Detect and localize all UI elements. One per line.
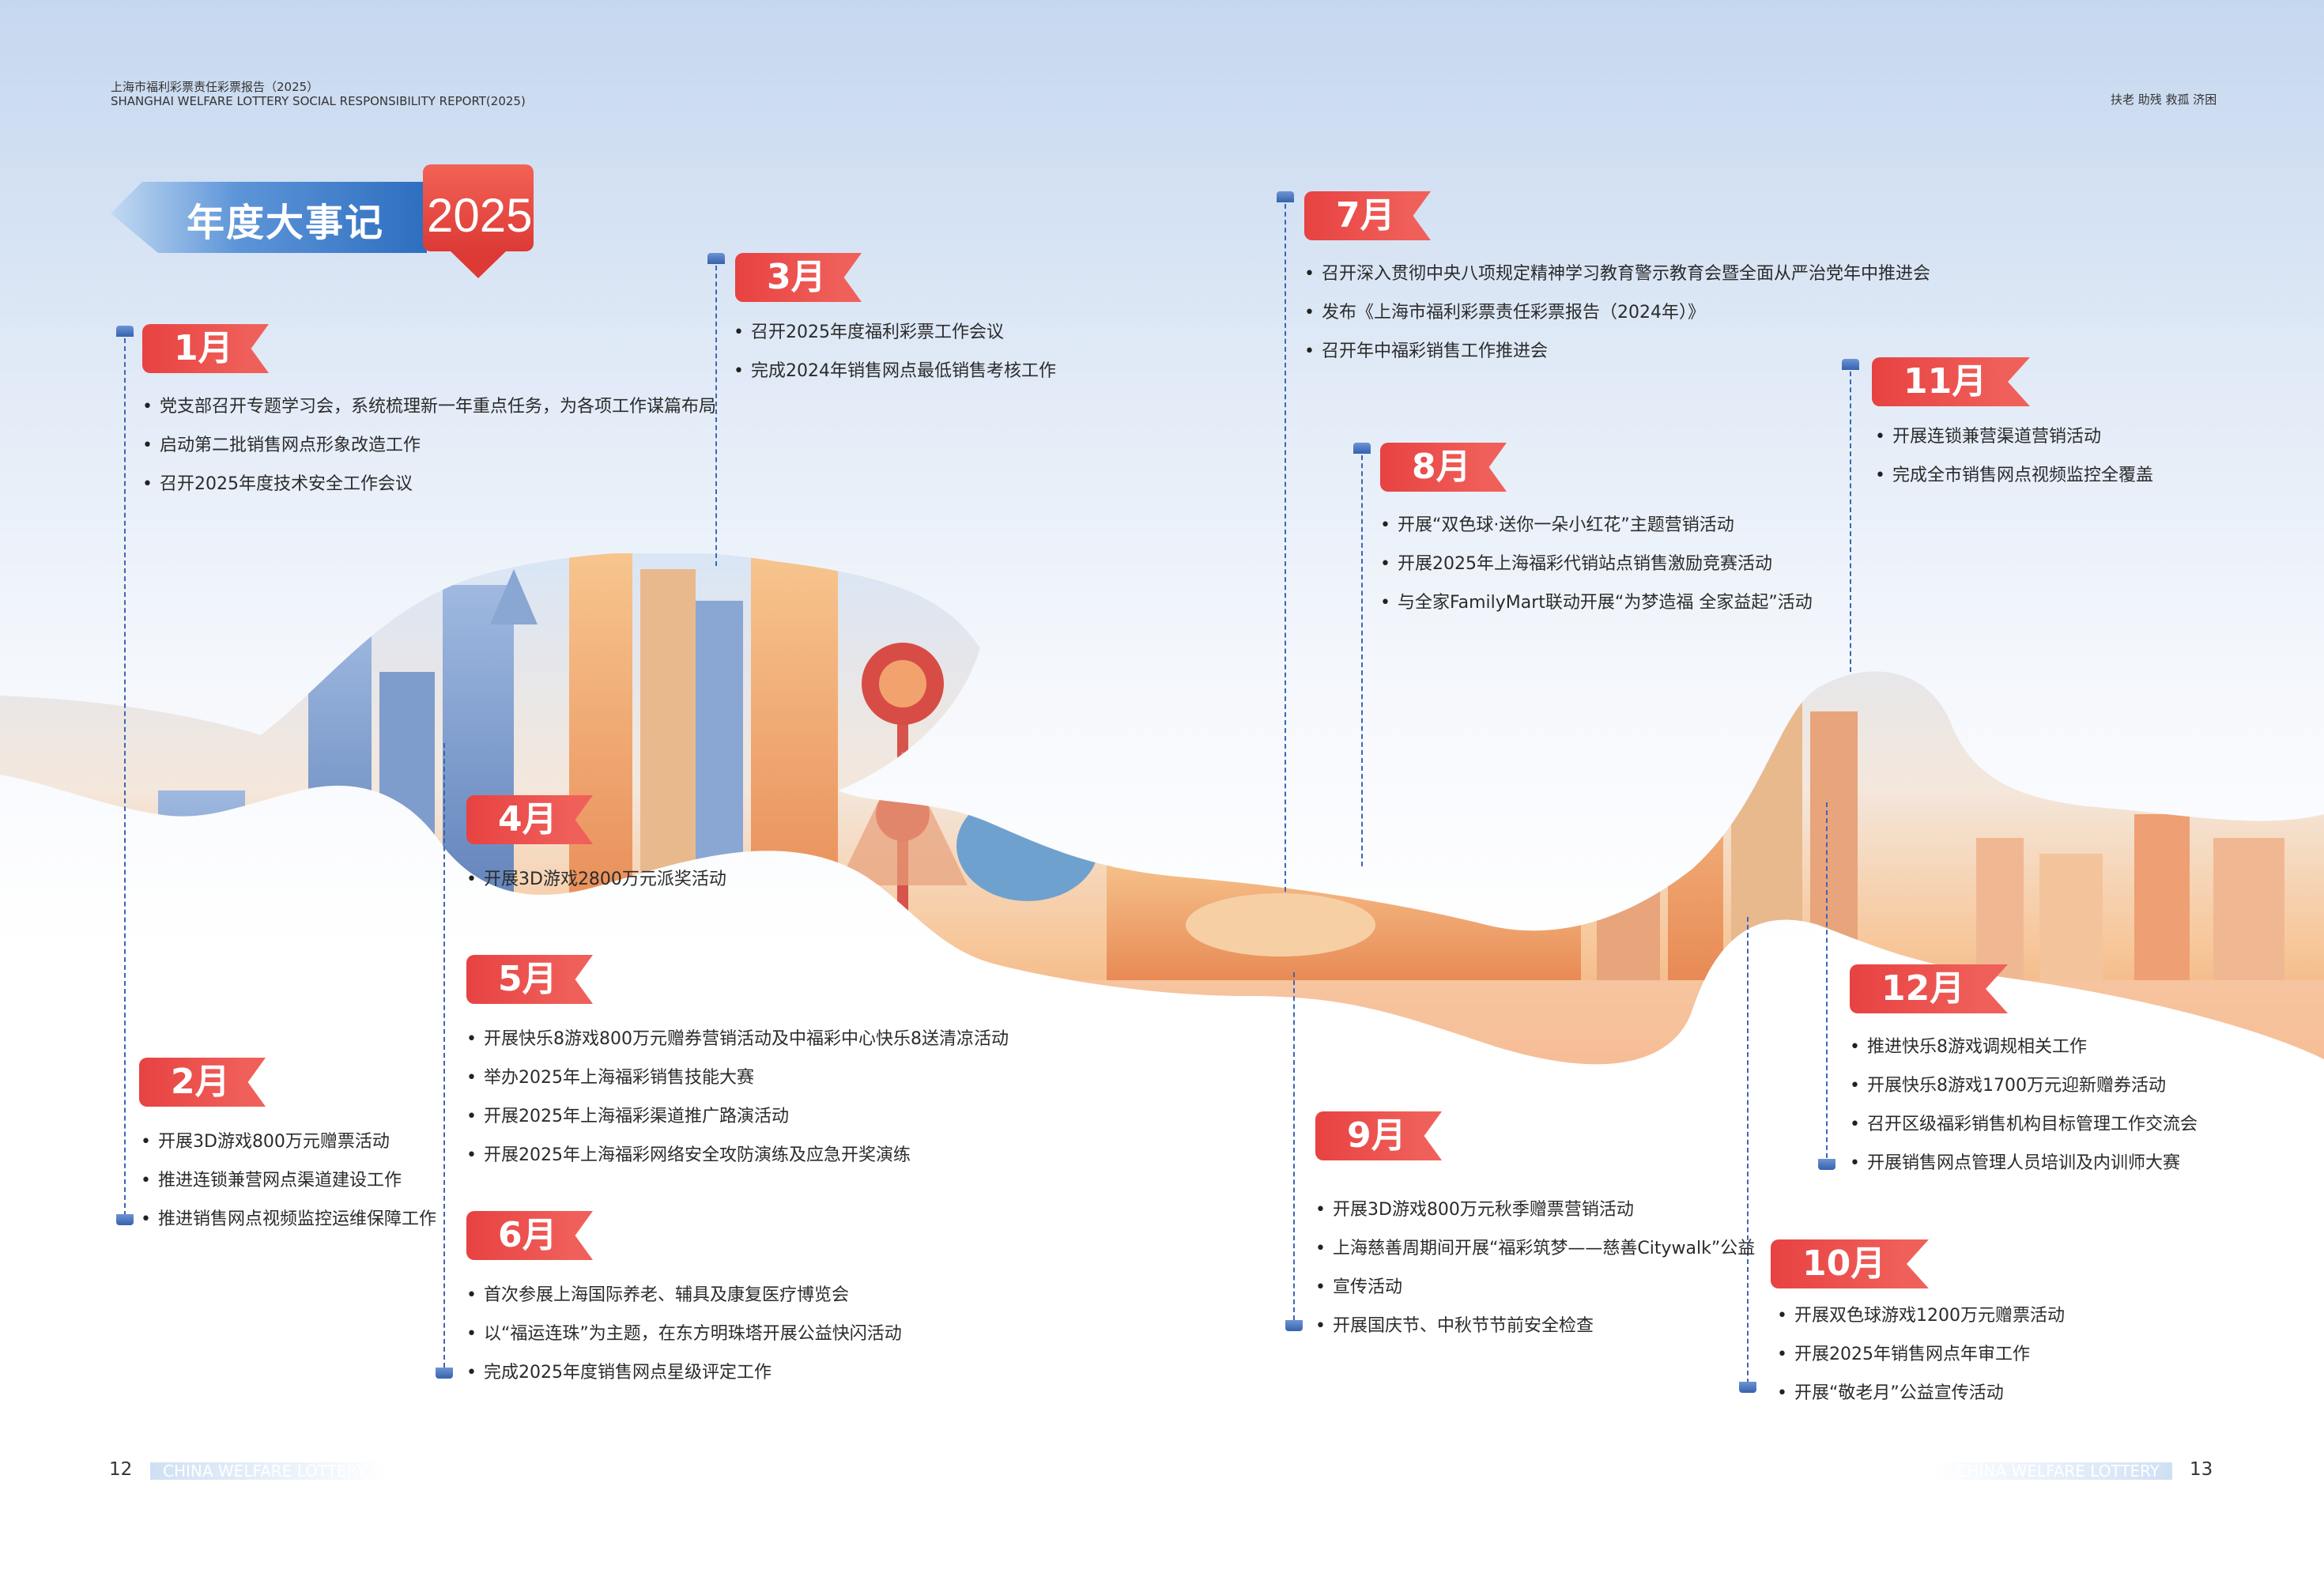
event-list-aug: 开展“双色球·送你一朵小红花”主题营销活动 开展2025年上海福彩代销站点销售激…	[1380, 506, 1813, 622]
event-list-apr: 开展3D游戏2800万元派奖活动	[466, 860, 726, 899]
timeline-pin	[436, 1368, 453, 1379]
event-list-nov: 开展连锁兼营渠道营销活动 完成全市销售网点视频监控全覆盖	[1875, 417, 2153, 495]
event-list-dec: 推进快乐8游戏调规相关工作 开展快乐8游戏1700万元迎新赠券活动 召开区级福彩…	[1850, 1028, 2198, 1183]
month-label-dec: 12月	[1850, 964, 2008, 1013]
event-item: 开展2025年上海福彩网络安全攻防演练及应急开奖演练	[466, 1136, 1009, 1175]
month-label-oct: 10月	[1771, 1239, 1929, 1288]
timeline-line-jul	[1285, 204, 1286, 892]
event-item: 召开2025年度福利彩票工作会议	[734, 313, 1056, 352]
event-list-mar: 召开2025年度福利彩票工作会议 完成2024年销售网点最低销售考核工作	[734, 313, 1056, 390]
timeline-pin	[1353, 443, 1371, 454]
timeline-line-nov	[1850, 372, 1851, 672]
event-item: 召开年中福彩销售工作推进会	[1304, 332, 1930, 371]
event-list-jul: 召开深入贯彻中央八项规定精神学习教育警示教育会暨全面从严治党年中推进会 发布《上…	[1304, 255, 1930, 371]
month-label-jun: 6月	[466, 1211, 593, 1260]
event-item: 推进连锁兼营网点渠道建设工作	[141, 1161, 436, 1200]
event-item: 召开深入贯彻中央八项规定精神学习教育警示教育会暨全面从严治党年中推进会	[1304, 255, 1930, 293]
event-item: 完成全市销售网点视频监控全覆盖	[1875, 456, 2153, 495]
timeline-line-dec	[1826, 802, 1828, 1166]
month-label-jan: 1月	[142, 324, 269, 373]
event-list-oct: 开展双色球游戏1200万元赠票活动 开展2025年销售网点年审工作 开展“敬老月…	[1777, 1296, 2065, 1413]
event-item: 推进快乐8游戏调规相关工作	[1850, 1028, 2198, 1066]
event-item: 开展3D游戏800万元秋季赠票营销活动	[1315, 1190, 1755, 1229]
timeline-pin	[1277, 191, 1294, 202]
event-item: 开展3D游戏800万元赠票活动	[141, 1122, 436, 1161]
timeline-line-apr-jun	[443, 743, 445, 1368]
event-item: 启动第二批销售网点形象改造工作	[142, 426, 716, 465]
event-item: 以“福运连珠”为主题，在东方明珠塔开展公益快闪活动	[466, 1315, 902, 1353]
page-number-right: 13	[2190, 1459, 2213, 1480]
event-item: 开展“双色球·送你一朵小红花”主题营销活动	[1380, 506, 1813, 545]
month-label-jul: 7月	[1304, 191, 1431, 240]
event-item: 开展2025年销售网点年审工作	[1777, 1335, 2065, 1374]
event-item: 开展2025年上海福彩代销站点销售激励竞赛活动	[1380, 545, 1813, 583]
event-list-sep: 开展3D游戏800万元秋季赠票营销活动 上海慈善周期间开展“福彩筑梦——慈善Ci…	[1315, 1190, 1755, 1345]
event-item: 开展3D游戏2800万元派奖活动	[466, 860, 726, 899]
report-title-cn: 上海市福利彩票责任彩票报告（2025）	[111, 80, 319, 94]
event-item: 开展销售网点管理人员培训及内训师大赛	[1850, 1144, 2198, 1183]
event-item: 推进销售网点视频监控运维保障工作	[141, 1200, 436, 1239]
event-list-feb: 开展3D游戏800万元赠票活动 推进连锁兼营网点渠道建设工作 推进销售网点视频监…	[141, 1122, 436, 1239]
event-item: 举办2025年上海福彩销售技能大赛	[466, 1058, 1009, 1097]
slogan: 扶老 助残 救孤 济困	[2111, 92, 2217, 107]
section-title: 年度大事记	[187, 201, 385, 245]
month-label-nov: 11月	[1872, 357, 2030, 406]
event-item: 开展2025年上海福彩渠道推广路演活动	[466, 1097, 1009, 1136]
event-list-jan: 党支部召开专题学习会，系统梳理新一年重点任务，为各项工作谋篇布局 启动第二批销售…	[142, 387, 716, 504]
event-item: 开展国庆节、中秋节节前安全检查	[1315, 1307, 1755, 1345]
section-year: 2025	[427, 189, 533, 242]
timeline-pin	[1285, 1320, 1303, 1331]
event-item: 首次参展上海国际养老、辅具及康复医疗博览会	[466, 1276, 902, 1315]
month-label-may: 5月	[466, 955, 593, 1004]
event-item: 上海慈善周期间开展“福彩筑梦——慈善Citywalk”公益	[1315, 1229, 1755, 1268]
event-item: 召开2025年度技术安全工作会议	[142, 465, 716, 504]
timeline-pin	[707, 253, 725, 264]
month-label-apr: 4月	[466, 795, 593, 844]
event-item: 发布《上海市福利彩票责任彩票报告（2024年）》	[1304, 293, 1930, 332]
report-title-en: SHANGHAI WELFARE LOTTERY SOCIAL RESPONSI…	[111, 94, 526, 108]
month-label-mar: 3月	[735, 253, 862, 302]
footer-band-right: CHINA WELFARE LOTTERY	[1934, 1462, 2172, 1480]
event-item: 开展连锁兼营渠道营销活动	[1875, 417, 2153, 456]
timeline-line-oct	[1747, 917, 1749, 1383]
event-item: 与全家FamilyMart联动开展“为梦造福 全家益起”活动	[1380, 583, 1813, 622]
section-title-banner	[111, 164, 534, 278]
event-list-jun: 首次参展上海国际养老、辅具及康复医疗博览会 以“福运连珠”为主题，在东方明珠塔开…	[466, 1276, 902, 1392]
month-label-feb: 2月	[139, 1058, 266, 1107]
event-item: 宣传活动	[1315, 1268, 1755, 1307]
timeline-pin	[1818, 1159, 1835, 1170]
event-item: 完成2024年销售网点最低销售考核工作	[734, 352, 1056, 390]
event-item: 党支部召开专题学习会，系统梳理新一年重点任务，为各项工作谋篇布局	[142, 387, 716, 426]
footer-band-left: CHINA WELFARE LOTTERY	[150, 1462, 389, 1480]
event-item: 完成2025年度销售网点星级评定工作	[466, 1353, 902, 1392]
event-item: 开展双色球游戏1200万元赠票活动	[1777, 1296, 2065, 1335]
timeline-pin	[116, 1214, 134, 1225]
timeline-line-jan-feb	[124, 338, 126, 1216]
timeline-pin	[1739, 1382, 1756, 1393]
month-label-sep: 9月	[1315, 1111, 1442, 1160]
event-item: 开展快乐8游戏800万元赠券营销活动及中福彩中心快乐8送清凉活动	[466, 1020, 1009, 1058]
event-item: 召开区级福彩销售机构目标管理工作交流会	[1850, 1105, 2198, 1144]
event-list-may: 开展快乐8游戏800万元赠券营销活动及中福彩中心快乐8送清凉活动 举办2025年…	[466, 1020, 1009, 1175]
event-item: 开展“敬老月”公益宣传活动	[1777, 1374, 2065, 1413]
page-number-left: 12	[109, 1459, 133, 1480]
timeline-pin	[116, 326, 134, 337]
timeline-line-sep	[1293, 972, 1295, 1320]
month-label-aug: 8月	[1380, 443, 1507, 492]
timeline-line-aug	[1361, 455, 1363, 866]
event-item: 开展快乐8游戏1700万元迎新赠券活动	[1850, 1066, 2198, 1105]
